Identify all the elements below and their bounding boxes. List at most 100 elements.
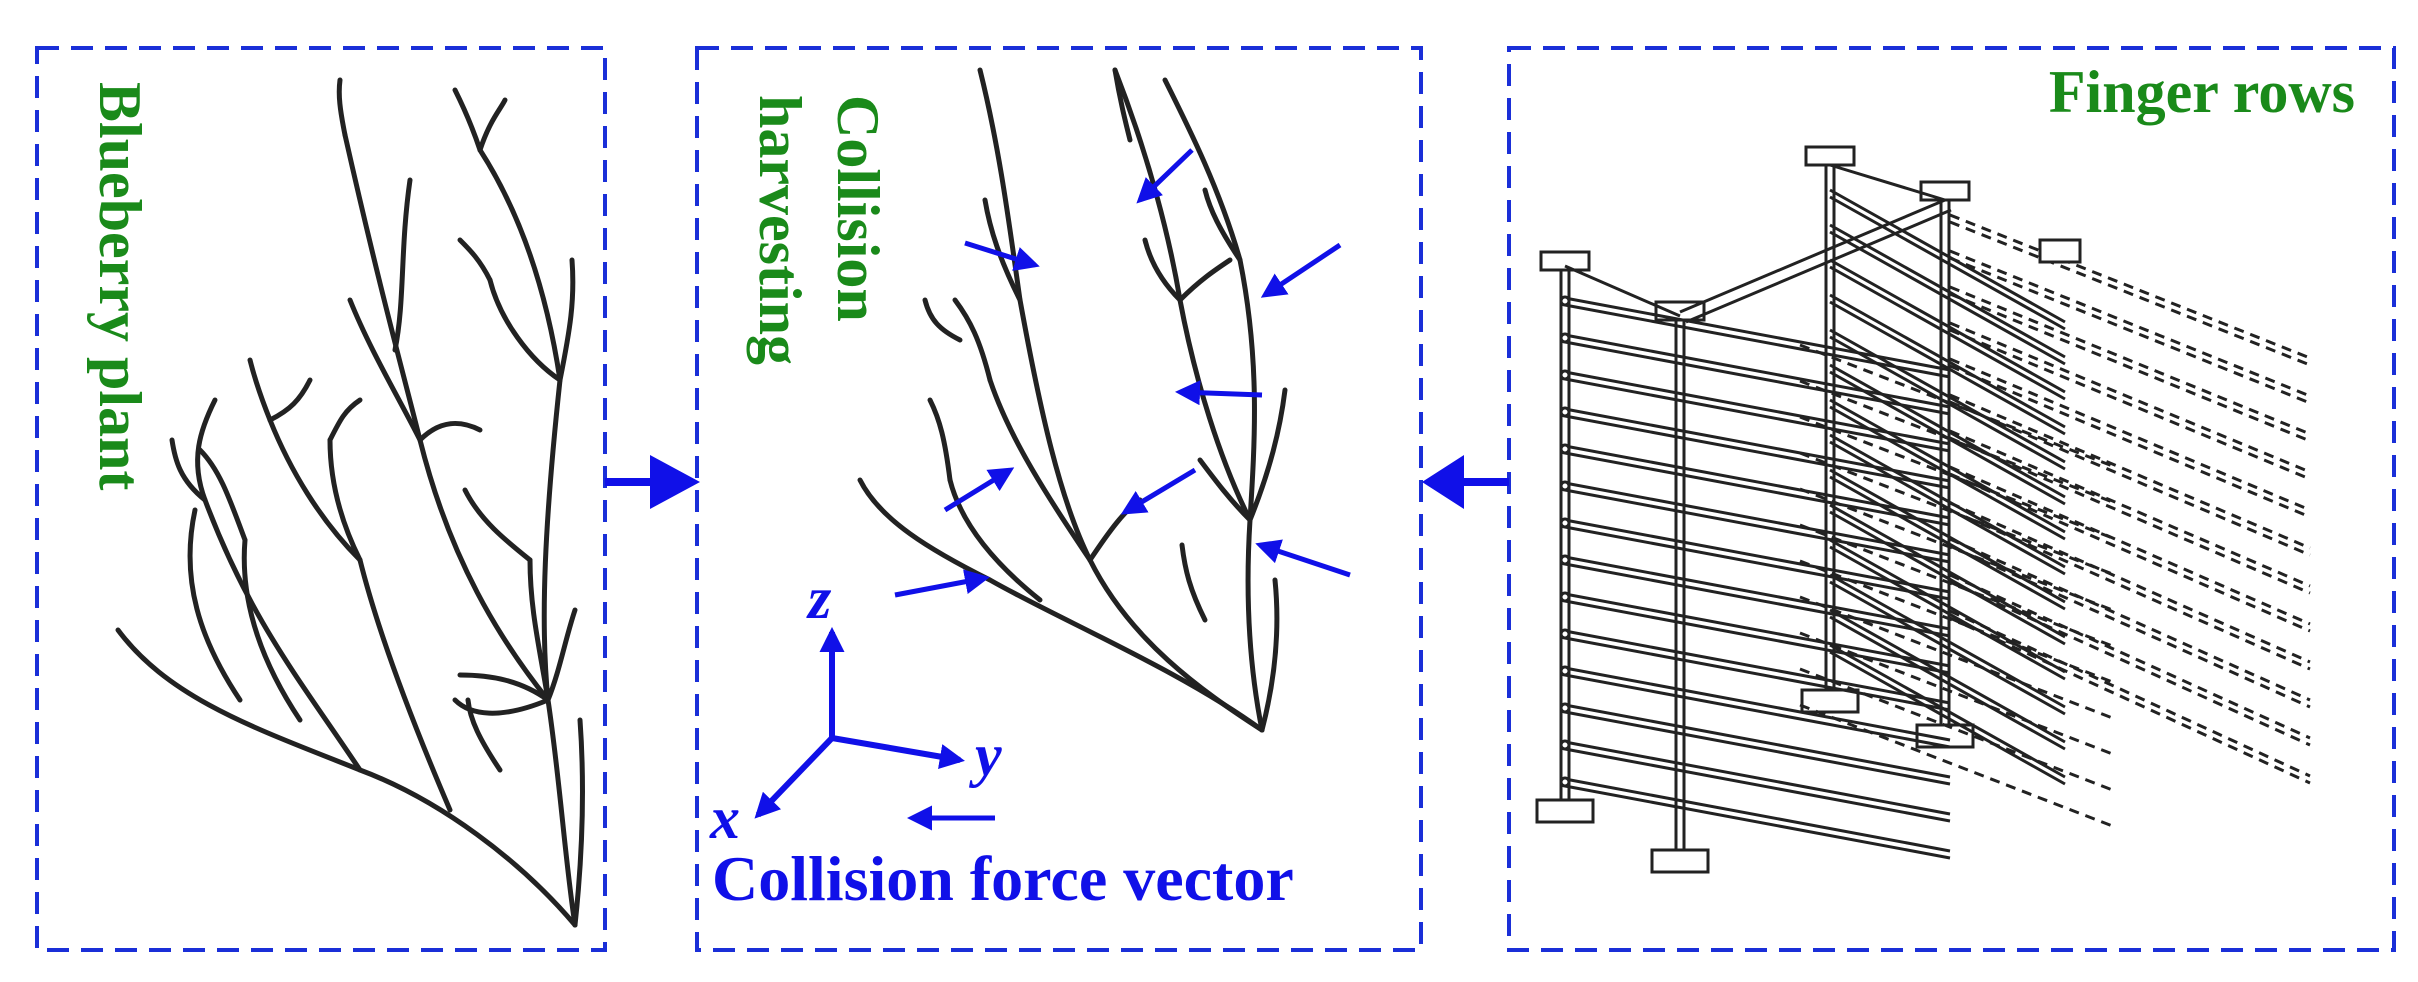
hidden-finger-rod: [1799, 379, 2116, 505]
force-arrow-icon: [1136, 148, 1194, 204]
hidden-finger-rod: [1949, 609, 2311, 778]
finger-rod: [1564, 451, 1951, 527]
y-axis-label: y: [969, 722, 1002, 788]
finger-rod: [1829, 545, 2066, 681]
finger-rod: [1564, 407, 1951, 483]
force-arrow-icon: [894, 569, 990, 598]
hidden-finger-rod: [1949, 580, 2311, 747]
finger-joint: [1559, 591, 1571, 603]
finger-rod: [1829, 475, 2066, 611]
hidden-finger-rod: [1949, 537, 2311, 702]
force-arrows: [894, 148, 1351, 598]
hidden-finger-rod: [1799, 667, 2116, 793]
finger-rod: [1829, 398, 2066, 534]
z-axis-label: z: [806, 565, 832, 631]
force-arrow-icon: [1175, 380, 1263, 406]
finger-rod: [1564, 592, 1951, 668]
post-cap: [1539, 250, 1591, 272]
finger-joint: [1559, 443, 1571, 455]
finger-rod: [1829, 503, 2066, 639]
finger-joint: [1559, 517, 1571, 529]
finger-rod: [1829, 265, 2066, 401]
post-base: [1650, 848, 1710, 874]
finger-rod: [1829, 650, 2066, 786]
finger-rod: [1564, 740, 1951, 816]
hidden-finger-rod: [1949, 544, 2311, 709]
hidden-finger-rod: [1799, 559, 2116, 685]
finger-rod: [1564, 525, 1951, 601]
hidden-finger-rod: [1949, 357, 2311, 512]
finger-rod: [1564, 303, 1951, 379]
finger-rod: [1829, 510, 2066, 646]
hidden-finger-rod: [1799, 343, 2116, 469]
finger-rod: [1829, 363, 2066, 499]
finger-joint: [1559, 369, 1571, 381]
finger-joint: [1559, 295, 1571, 307]
hidden-finger-rod: [1949, 249, 2311, 398]
finger-rod: [1829, 195, 2066, 331]
tie-bar: [1685, 208, 1952, 324]
finger-rod: [1564, 599, 1951, 675]
finger-rod: [1564, 636, 1951, 712]
finger-rows-drawing: [1535, 145, 2311, 874]
force-arrow-icon: [964, 240, 1040, 271]
finger-joint: [1559, 554, 1571, 566]
finger-rod: [1829, 293, 2066, 429]
finger-joint: [1559, 665, 1571, 677]
x-axis: [754, 735, 835, 819]
hidden-finger-rod: [1949, 256, 2311, 405]
finger-rod: [1564, 784, 1951, 860]
finger-joint: [1559, 739, 1571, 751]
finger-rod: [1564, 562, 1951, 638]
hidden-finger-rod: [1949, 573, 2311, 740]
legend-label: Collision force vector: [712, 843, 1294, 914]
collision-label-line2: harvesting: [747, 95, 813, 365]
post-cap: [1804, 145, 1856, 167]
finger-rod: [1564, 629, 1951, 705]
collision-label-line1: Collision: [825, 95, 891, 322]
finger-rod: [1829, 328, 2066, 464]
collision-plant-drawing: [857, 67, 1288, 733]
hidden-finger-rod: [1949, 364, 2311, 519]
finger-rod: [1829, 300, 2066, 436]
plant-label: Blueberry plant: [87, 82, 153, 490]
post-base: [1535, 798, 1595, 824]
hidden-finger-rod: [1799, 595, 2116, 721]
finger-rod: [1829, 468, 2066, 604]
finger-rod: [1564, 673, 1951, 749]
finger-joint: [1559, 628, 1571, 640]
hidden-finger-rod: [1949, 436, 2311, 595]
finger-rod: [1564, 481, 1951, 557]
hidden-finger-rod: [1949, 472, 2311, 633]
hidden-finger-rod: [1949, 400, 2311, 557]
hidden-finger-rod: [1949, 213, 2311, 360]
finger-rod: [1564, 296, 1951, 372]
finger-rod: [1829, 223, 2066, 359]
force-arrow-icon: [943, 467, 1015, 513]
hidden-finger-rod: [1949, 321, 2311, 474]
hidden-finger-rod: [1799, 631, 2116, 757]
tie-bar: [1829, 163, 1946, 202]
finger-rod: [1564, 777, 1951, 853]
hidden-finger-rod: [1949, 616, 2311, 785]
tie-bar: [1564, 264, 1681, 318]
finger-joint: [1559, 776, 1571, 788]
finger-rod: [1564, 666, 1951, 742]
panel-frame-fingers: [1507, 46, 2396, 952]
hidden-finger-rod: [1949, 292, 2311, 443]
fingers-label: Finger rows: [2049, 59, 2355, 125]
finger-rod: [1829, 615, 2066, 751]
finger-rod: [1564, 414, 1951, 490]
finger-rod: [1829, 230, 2066, 366]
panel-frame-collision: [695, 46, 1423, 952]
hidden-finger-rod: [1799, 703, 2116, 829]
finger-joint: [1559, 406, 1571, 418]
finger-rod: [1564, 444, 1951, 520]
finger-rod: [1564, 377, 1951, 453]
finger-rod: [1564, 747, 1951, 823]
finger-rod: [1829, 258, 2066, 394]
hidden-finger-rod: [1949, 220, 2311, 367]
hidden-finger-rod: [1799, 523, 2116, 649]
hidden-finger-rod: [1949, 429, 2311, 588]
